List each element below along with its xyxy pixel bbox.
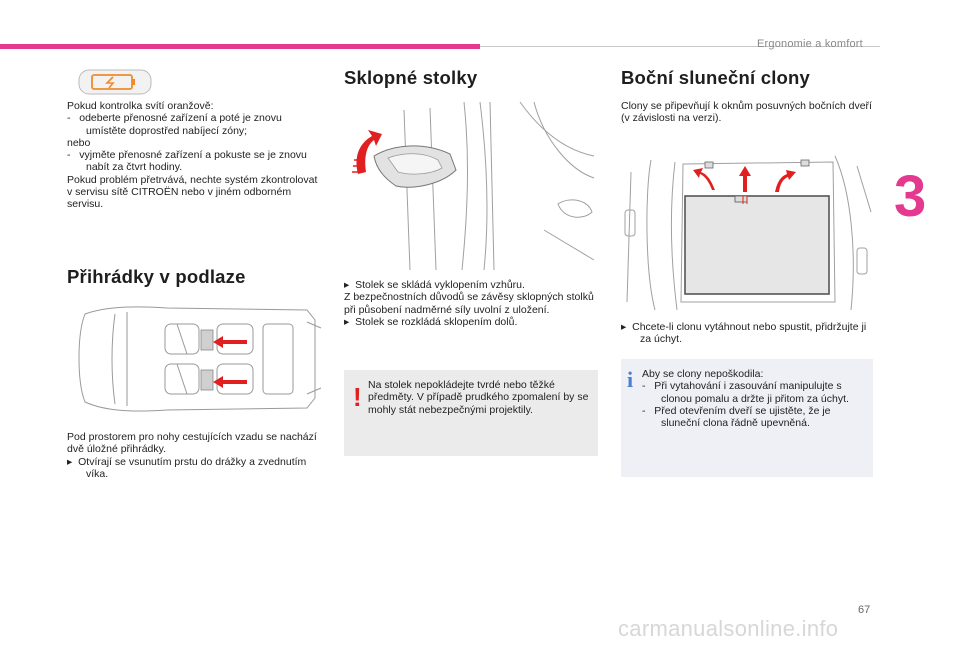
section-title: Ergonomie a komfort — [757, 38, 863, 50]
list-item: - vyjměte přenosné zařízení a pokuste se… — [67, 149, 307, 174]
list-item: ▸ Chcete-li clonu vytáhnout nebo spustit… — [621, 321, 867, 346]
paragraph: Pokud kontrolka svítí oranžově: — [67, 100, 214, 112]
paragraph: nebo — [67, 136, 91, 149]
paragraph: Z bezpečnostních důvodů se závěsy sklopn… — [344, 291, 594, 316]
list-item: ▸ Otvírají se vsunutím prstu do drážky a… — [67, 455, 307, 480]
header-accent-bar — [0, 44, 480, 49]
list-item: ▸ Stolek se rozkládá sklopením dolů. — [344, 315, 518, 328]
info-icon: i — [627, 367, 634, 392]
battery-charging-icon — [78, 69, 152, 95]
list-item: ▸ Stolek se skládá vyklopením vzhůru. — [344, 279, 525, 291]
col2-text: ▸ Stolek se skládá vyklopením vzhůru. Z … — [344, 279, 598, 328]
folding-table-illustration — [344, 100, 598, 272]
heading-floor-compartments: Přihrádky v podlaze — [67, 266, 246, 287]
paragraph: Pokud problém přetrvává, nechte systém z… — [67, 173, 318, 211]
list-item: - Před otevřením dveří se ujistěte, že j… — [642, 404, 831, 430]
warning-text: Na stolek nepokládejte tvrdé nebo těžké … — [368, 379, 589, 416]
heading-folding-tables: Sklopné stolky — [344, 67, 478, 88]
paragraph: Pod prostorem pro nohy cestujících vzadu… — [67, 431, 317, 456]
list-item: - odeberte přenosné zařízení a poté je z… — [67, 112, 282, 137]
paragraph: Clony se připevňují k oknům posuvných bo… — [621, 100, 872, 125]
page-number: 67 — [858, 604, 871, 616]
sunblind-illustration — [621, 152, 873, 312]
watermark: carmanualsonline.info — [618, 616, 839, 641]
info-text: Aby se clony nepoškodila: - Při vytahová… — [642, 368, 868, 429]
col1-intro-text: Pokud kontrolka svítí oranžově: - odeber… — [67, 100, 323, 211]
chapter-number: 3 — [894, 164, 927, 229]
col1-compartments-text: Pod prostorem pro nohy cestujících vzadu… — [67, 431, 323, 480]
col3-text: ▸ Chcete-li clonu vytáhnout nebo spustit… — [621, 321, 873, 346]
col3-intro-text: Clony se připevňují k oknům posuvných bo… — [621, 100, 873, 125]
list-item: - Při vytahování i zasouvání manipulujte… — [642, 380, 849, 405]
info-box: i Aby se clony nepoškodila: - Při vytaho… — [621, 359, 873, 477]
heading-side-sunblinds: Boční sluneční clony — [621, 67, 811, 88]
header-rule — [480, 46, 880, 47]
exclamation-icon: ! — [353, 382, 362, 412]
floor-compartments-illustration — [67, 302, 322, 414]
warning-box: ! Na stolek nepokládejte tvrdé nebo těžk… — [344, 370, 598, 456]
paragraph: Aby se clony nepoškodila: — [642, 368, 764, 380]
